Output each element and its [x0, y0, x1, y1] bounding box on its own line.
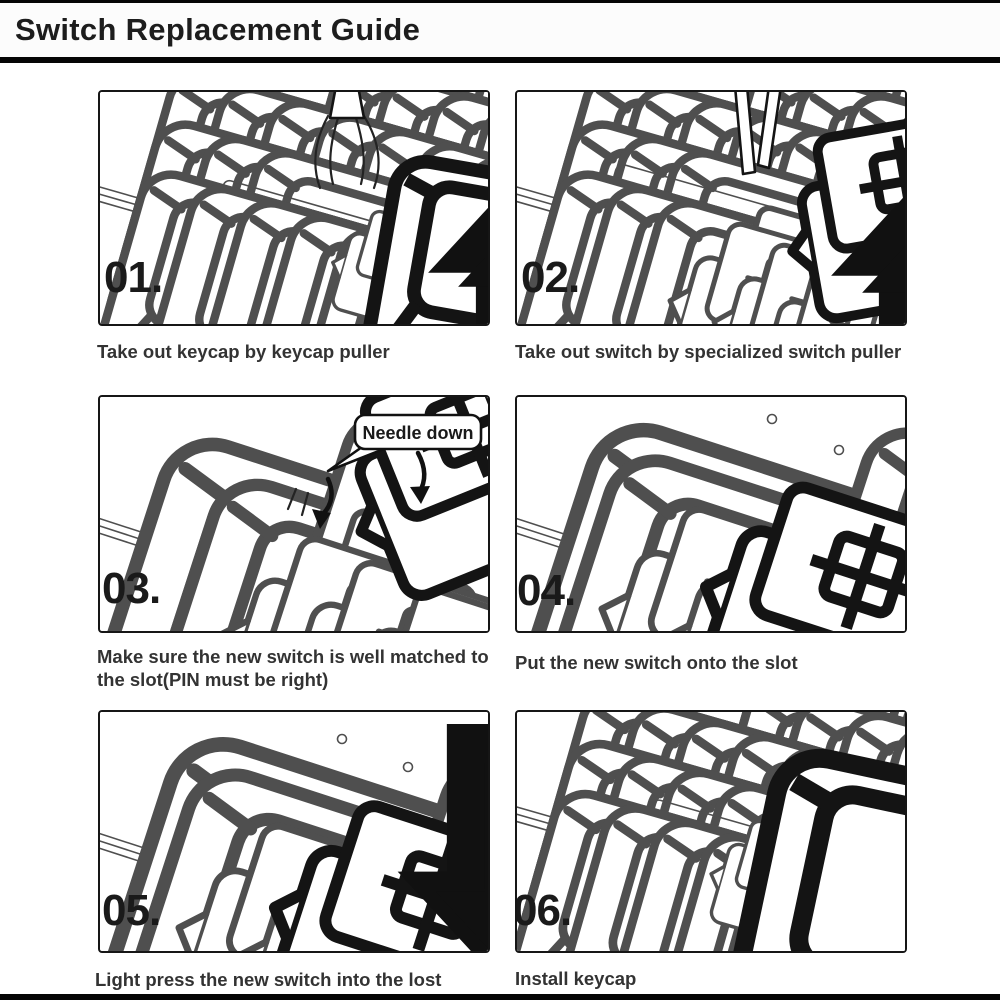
- step-number: 03.: [102, 564, 161, 613]
- switch-puller-icon: [734, 92, 905, 324]
- new-switch-icon: [286, 397, 488, 611]
- switch-pin: [300, 491, 310, 517]
- step-number: 04.: [517, 566, 576, 615]
- header: Switch Replacement Guide: [0, 3, 1000, 63]
- step-number: 05.: [102, 886, 161, 935]
- step-number: 06.: [515, 886, 572, 935]
- step2-illustration: [517, 92, 905, 324]
- step-caption: Take out switch by specialized switch pu…: [515, 341, 902, 362]
- keycap-puller-icon: [314, 92, 488, 324]
- step-caption: Light press the new switch into the lost: [95, 969, 442, 990]
- top-rule: [0, 0, 1000, 3]
- step-panel-1: 01.: [98, 90, 490, 326]
- step-panel-6: 06.: [515, 710, 907, 953]
- step-panel-2: 02.: [515, 90, 907, 326]
- step1-illustration: [100, 92, 488, 324]
- step3-illustration: Needle down: [100, 397, 488, 631]
- step-panel-3: Needle down 03.: [98, 395, 490, 633]
- step-caption: Take out keycap by keycap puller: [97, 341, 390, 362]
- switch-pin: [286, 487, 298, 511]
- step6-illustration: [517, 712, 905, 951]
- step4-illustration: [517, 397, 905, 631]
- step-number: 01.: [104, 253, 163, 302]
- screw-hole: [336, 733, 348, 745]
- step-caption: Install keycap: [515, 968, 637, 989]
- page-title: Switch Replacement Guide: [15, 12, 421, 47]
- curved-arrow-icon: [312, 476, 334, 529]
- step-panel-5: 05.: [98, 710, 490, 953]
- keyboard-drawing: [100, 92, 488, 324]
- svg-text:Needle down: Needle down: [362, 423, 473, 443]
- step5-illustration: [100, 712, 488, 951]
- screw-hole: [402, 761, 414, 773]
- step-caption: Make sure the new switch is well matched…: [97, 646, 489, 691]
- bottom-rule: [0, 994, 1000, 1000]
- needle-down-callout: Needle down: [326, 413, 483, 473]
- screw-hole: [766, 413, 778, 425]
- step-number: 02.: [521, 253, 580, 302]
- step-panel-4: 04.: [515, 395, 907, 633]
- curved-arrow-icon: [410, 450, 430, 504]
- step-caption: Put the new switch onto the slot: [515, 652, 798, 673]
- screw-hole: [833, 444, 845, 456]
